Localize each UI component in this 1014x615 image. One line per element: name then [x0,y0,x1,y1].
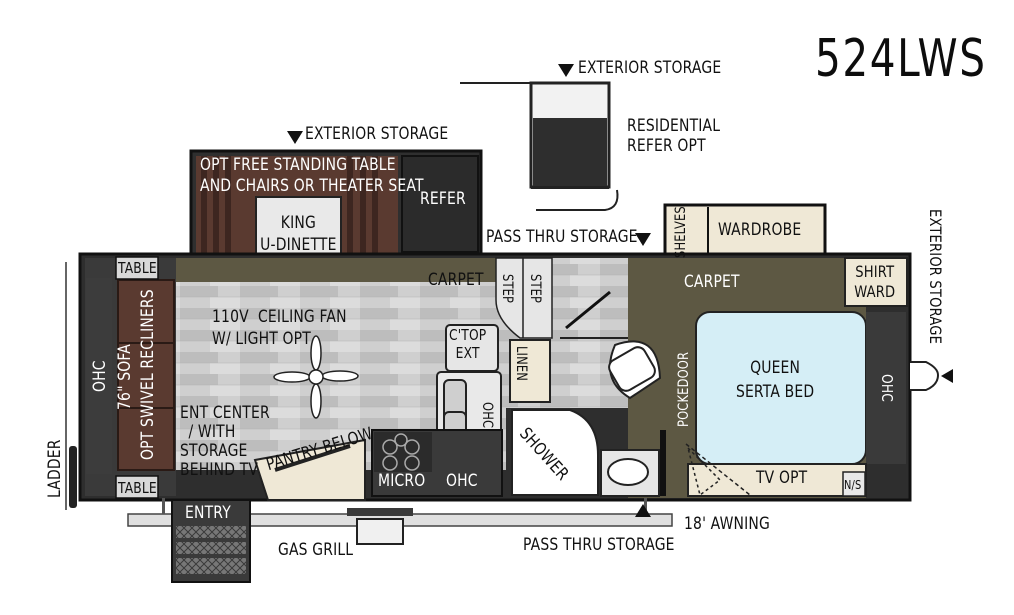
label-gas-grill: GAS GRILL [278,540,354,560]
kitchen-island [371,324,503,497]
label-ohc-right: OHC [878,374,896,403]
marker-ext-storage-top [558,64,574,77]
label-exterior-storage-right: EXTERIOR STORAGE [926,209,945,345]
marker-ext-storage-slide [287,131,303,144]
label-ohc-left: OHC [90,360,110,392]
label-linen: LINEN [513,346,529,382]
label-awning: 18' AWNING [684,514,770,534]
toilet-icon [608,340,662,400]
label-table-bottom: TABLE [118,479,157,497]
ceiling-fan-icon [273,335,359,419]
label-ctop-ext: C'TOP EXT [448,326,487,362]
label-ns: N/S [844,478,862,492]
label-exterior-storage-top: EXTERIOR STORAGE [578,58,722,78]
label-tv-opt: TV OPT [756,468,808,488]
label-shelves: SHELVES [673,206,689,258]
exterior-storage-hatch [910,361,940,391]
label-residential-refer: RESIDENTIAL REFER OPT [627,116,721,156]
label-micro: MICRO [378,471,426,491]
label-refer: REFER [420,189,466,209]
label-exterior-storage-slide: EXTERIOR STORAGE [305,124,449,144]
label-carpet-living: CARPET [428,270,484,290]
label-ohc-micro: OHC [446,471,478,491]
label-step-1: STEP [499,274,515,304]
bathroom [509,290,660,497]
marker-ext-storage-right [941,369,953,383]
label-shirt-ward: SHIRT WARD [854,262,896,301]
gas-grill-icon [347,508,413,545]
label-carpet-bedroom: CARPET [684,272,740,292]
label-ladder: LADDER [45,439,65,498]
entry-stairs [171,499,251,583]
queen-bed [685,257,908,497]
marker-pass-thru-top [635,233,651,246]
residential-refer-box [460,81,619,211]
ladder-icon [65,262,77,510]
label-wardrobe: WARDROBE [718,220,802,240]
label-ohc-kitchen: OHC [479,402,495,429]
entertainment-center [253,438,366,501]
wardrobe-slideout [663,203,827,261]
label-ent-center: ENT CENTER / WITH STORAGE BEHIND TV [180,403,270,480]
label-pass-thru-bottom: PASS THRU STORAGE [523,535,675,555]
label-pass-thru-top: PASS THRU STORAGE [486,227,638,247]
label-king-dinette: KING U-DINETTE [260,213,337,255]
model-number: 524LWS [815,29,987,89]
label-entry: ENTRY [185,503,231,523]
entry-steps [495,257,553,339]
label-pocket-door: POCKEDOOR [676,351,692,427]
marker-pass-thru-bottom [635,504,651,517]
label-swivel-recliners: OPT SWIVEL RECLINERS [138,289,158,460]
label-opt-table: OPT FREE STANDING TABLE AND CHAIRS OR TH… [200,155,424,196]
label-queen-bed: QUEEN SERTA BED [735,358,815,402]
label-sofa: 76" SOFA [115,344,135,410]
label-step-2: STEP [527,274,543,304]
label-ceiling-fan: 110V CEILING FAN W/ LIGHT OPT [212,307,347,349]
label-table-top: TABLE [118,259,157,277]
